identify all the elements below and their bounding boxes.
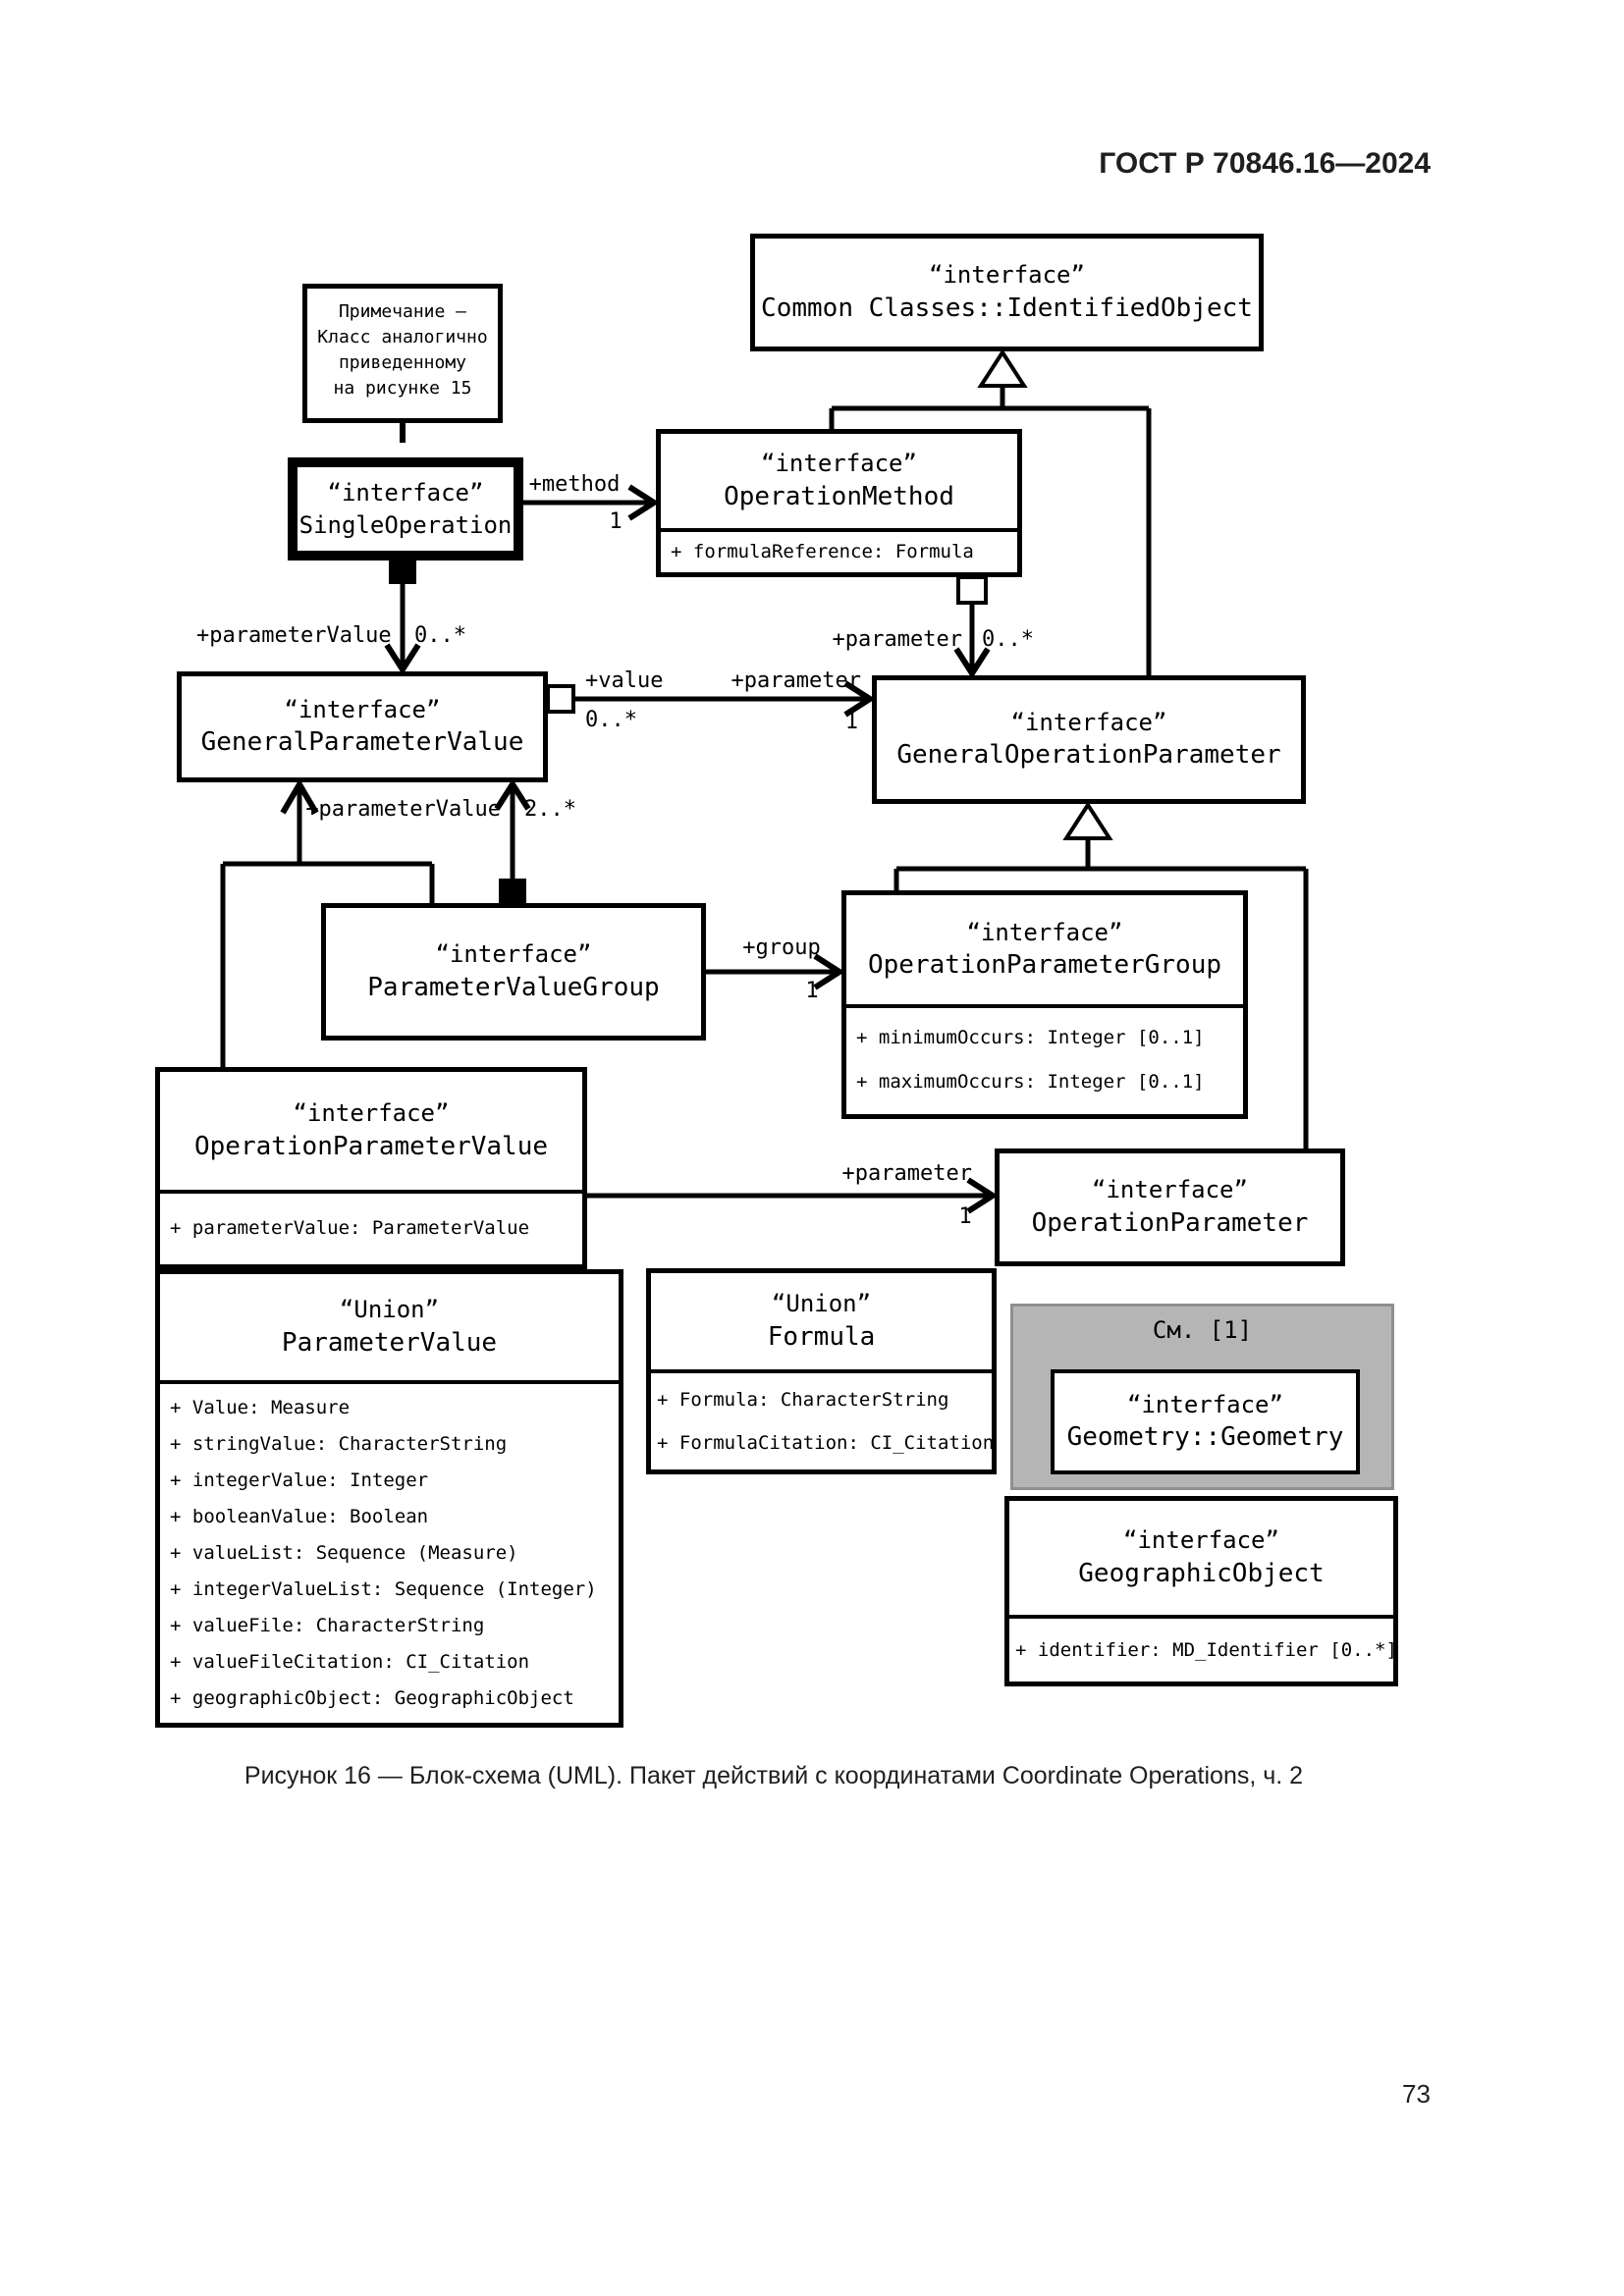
class-geometry: “interface” Geometry::Geometry xyxy=(1051,1369,1360,1474)
attribute: + integerValueList: Sequence (Integer) xyxy=(170,1578,597,1600)
class-geographic-object: “interface” GeographicObject + identifie… xyxy=(1004,1496,1398,1686)
attribute: + valueFile: CharacterString xyxy=(170,1615,485,1636)
gen-general-operation-parameter xyxy=(893,801,1309,1148)
class-name: Formula xyxy=(767,1321,876,1352)
assoc-group xyxy=(706,953,845,990)
class-operation-parameter-group: “interface” OperationParameterGroup + mi… xyxy=(841,890,1248,1119)
attribute: + parameterValue: ParameterValue xyxy=(170,1217,530,1239)
cardinality-label: 0..* xyxy=(414,623,466,648)
stereotype: “interface” xyxy=(327,479,484,507)
assoc-op-parameter xyxy=(587,1177,999,1214)
note-line: Класс аналогично xyxy=(317,327,488,347)
role-label: +value xyxy=(585,668,664,693)
attribute: + valueList: Sequence (Measure) xyxy=(170,1542,518,1564)
stereotype: “Union” xyxy=(771,1290,872,1318)
geometry-reference-panel: См. [1] “interface” Geometry::Geometry xyxy=(1010,1304,1394,1490)
role-label: +parameterValue xyxy=(305,797,501,822)
class-name: Geometry::Geometry xyxy=(1066,1422,1344,1453)
assoc-method xyxy=(519,484,660,521)
union-parameter-value: “Union” ParameterValue + Value: Measure … xyxy=(155,1269,623,1728)
gen-general-parameter-value xyxy=(220,778,435,1067)
class-operation-method: “interface” OperationMethod + formulaRef… xyxy=(656,429,1022,577)
class-name: ParameterValueGroup xyxy=(367,972,660,1002)
class-operation-parameter-value: “interface” OperationParameterValue + pa… xyxy=(155,1067,587,1269)
attribute: + integerValue: Integer xyxy=(170,1469,429,1491)
stereotype: “interface” xyxy=(435,940,592,969)
cardinality-label: 1 xyxy=(805,979,819,1003)
class-name: ParameterValue xyxy=(281,1327,498,1358)
class-name: Common Classes::IdentifiedObject xyxy=(761,293,1253,323)
stereotype: “interface” xyxy=(1010,708,1167,736)
figure-caption: Рисунок 16 — Блок-схема (UML). Пакет дей… xyxy=(244,1762,1304,1789)
stereotype: “interface” xyxy=(293,1099,450,1128)
attribute: + stringValue: CharacterString xyxy=(170,1433,508,1455)
stereotype: “interface” xyxy=(929,261,1085,290)
class-parameter-value-group: “interface” ParameterValueGroup xyxy=(321,903,706,1041)
attribute: + formulaReference: Formula xyxy=(671,541,974,562)
attribute: + geographicObject: GeographicObject xyxy=(170,1687,574,1709)
class-general-operation-parameter: “interface” GeneralOperationParameter xyxy=(872,675,1306,804)
agg-parameter xyxy=(953,575,991,679)
role-label: +parameter xyxy=(832,627,962,652)
role-label: +group xyxy=(742,935,821,960)
cardinality-label: 1 xyxy=(844,710,858,734)
role-label: +parameter xyxy=(841,1161,972,1186)
assoc-value-parameter xyxy=(546,680,876,718)
stereotype: “interface” xyxy=(966,918,1123,946)
cardinality-label: 0..* xyxy=(982,627,1034,652)
class-operation-parameter: “interface” OperationParameter xyxy=(995,1148,1345,1266)
stereotype: “interface” xyxy=(284,695,441,723)
attribute: + minimumOccurs: Integer [0..1] xyxy=(856,1027,1205,1048)
attribute: + maximumOccurs: Integer [0..1] xyxy=(856,1071,1205,1093)
see-reference-label: См. [1] xyxy=(1152,1316,1253,1344)
note-box: Примечание — Класс аналогично приведенно… xyxy=(302,284,503,423)
class-name: SingleOperation xyxy=(298,510,513,539)
comp-parameter-value-group xyxy=(494,778,531,904)
stereotype: “interface” xyxy=(1123,1526,1279,1555)
class-name: GeneralParameterValue xyxy=(200,727,524,758)
attribute: + valueFileCitation: CI_Citation xyxy=(170,1651,530,1673)
attribute: + Value: Measure xyxy=(170,1397,351,1418)
class-general-parameter-value: “interface” GeneralParameterValue xyxy=(177,671,548,782)
cardinality-label: 0..* xyxy=(585,708,637,732)
attribute: + FormulaCitation: CI_Citation xyxy=(657,1432,992,1454)
stereotype: “Union” xyxy=(339,1296,440,1324)
class-name: GeographicObject xyxy=(1078,1558,1325,1588)
stereotype: “interface” xyxy=(761,450,917,478)
attribute: + booleanValue: Boolean xyxy=(170,1506,429,1527)
class-name: OperationParameterGroup xyxy=(867,950,1222,981)
class-identified-object: “interface” Common Classes::IdentifiedOb… xyxy=(750,234,1264,351)
cardinality-label: 1 xyxy=(958,1204,972,1229)
class-name: OperationParameter xyxy=(1031,1207,1309,1238)
class-single-operation: “interface” SingleOperation xyxy=(288,457,523,561)
attribute: + identifier: MD_Identifier [0..*] xyxy=(1015,1639,1393,1661)
role-label: +parameterValue xyxy=(196,623,392,648)
role-label: +method xyxy=(528,472,621,497)
page-number: 73 xyxy=(1402,2079,1431,2109)
role-label: +parameter xyxy=(731,668,861,693)
stereotype: “interface” xyxy=(1127,1390,1283,1418)
stereotype: “interface” xyxy=(1092,1176,1248,1204)
gen-identified-object xyxy=(829,348,1152,675)
cardinality-label: 2..* xyxy=(524,797,576,822)
union-formula: “Union” Formula + Formula: CharacterStri… xyxy=(646,1268,997,1474)
attribute: + Formula: CharacterString xyxy=(657,1389,949,1411)
class-name: OperationParameterValue xyxy=(193,1131,549,1161)
note-line: Примечание — xyxy=(338,301,467,322)
cardinality-label: 1 xyxy=(609,509,623,534)
note-line: на рисунке 15 xyxy=(333,378,472,399)
class-name: OperationMethod xyxy=(724,481,954,511)
page-header: ГОСТ Р 70846.16—2024 xyxy=(1099,147,1431,180)
class-name: GeneralOperationParameter xyxy=(896,740,1281,771)
note-line: приведенному xyxy=(338,352,467,373)
comp-parameter-value xyxy=(384,561,421,675)
